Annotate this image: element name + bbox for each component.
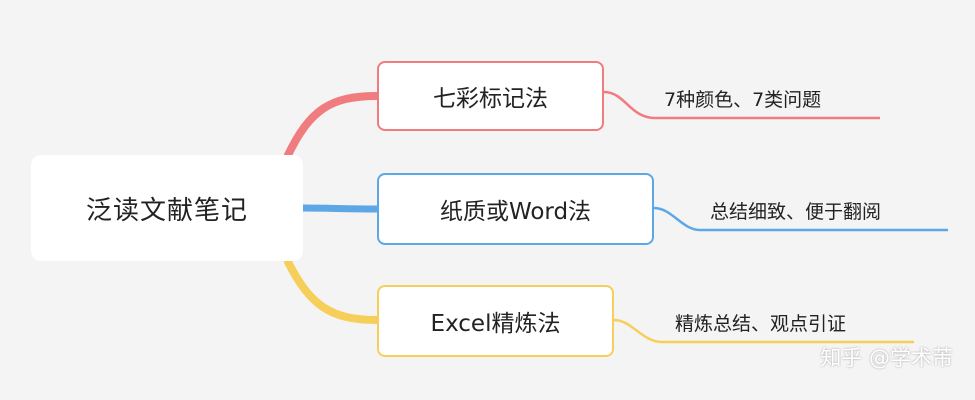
link-root-to-branch-3: [284, 258, 381, 324]
branch-node-2-label: 纸质或Word法: [439, 199, 592, 225]
branch-node-2: 纸质或Word法: [377, 173, 654, 245]
link-root-to-branch-1: [284, 92, 381, 159]
link-branch-3-to-note: [613, 318, 914, 344]
branch-node-1: 七彩标记法: [377, 61, 604, 131]
branch-note-2: 总结细致、便于翻阅: [710, 201, 882, 223]
root-node: 泛读文献笔记: [31, 155, 303, 261]
branch-note-3: 精炼总结、观点引证: [675, 313, 847, 335]
branch-node-3-label: Excel精炼法: [430, 311, 561, 337]
link-root-to-branch-2: [299, 204, 381, 213]
branch-node-1-label: 七彩标记法: [433, 86, 548, 112]
link-branch-1-to-note: [603, 90, 880, 120]
watermark: 知乎 @学术芾: [820, 346, 953, 370]
branch-node-3: Excel精炼法: [377, 285, 614, 357]
link-branch-2-to-note: [653, 206, 948, 232]
root-node-label: 泛读文献笔记: [85, 195, 248, 226]
branch-note-1: 7种颜色、7类问题: [664, 89, 822, 111]
